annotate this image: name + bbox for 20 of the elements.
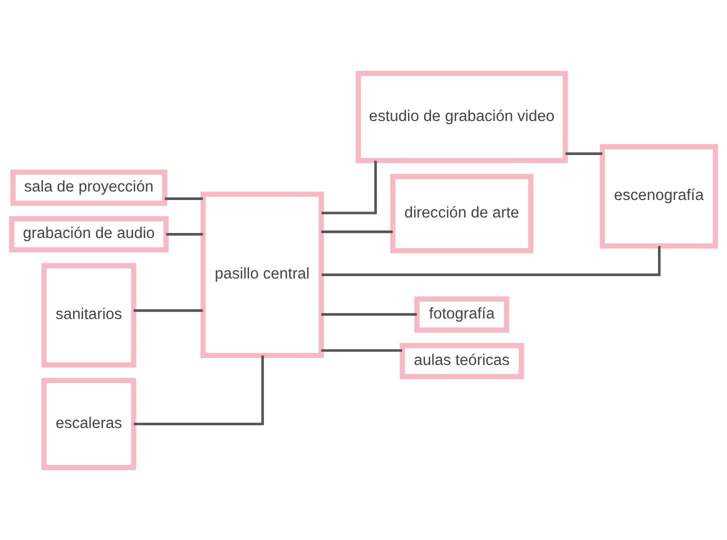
connector: [134, 308, 203, 312]
node-box: dirección de arte: [390, 173, 534, 253]
connector: [321, 230, 393, 233]
node-box: sala de proyección: [10, 169, 168, 206]
connector: [322, 246, 661, 276]
connector: [134, 355, 264, 425]
node-box: sanitarios: [41, 262, 136, 368]
node-box: escaleras: [41, 377, 136, 470]
connector: [566, 152, 602, 154]
node-box: grabación de audio: [9, 216, 169, 252]
node-box: estudio de grabación video: [356, 70, 568, 163]
node-box: pasillo central: [200, 191, 324, 358]
node-box: aulas teóricas: [400, 342, 524, 379]
connector: [166, 232, 203, 236]
connector: [321, 312, 417, 316]
connector: [164, 196, 203, 200]
connector: [322, 160, 377, 214]
connector: [321, 348, 402, 352]
node-box: escenografía: [600, 144, 718, 248]
node-box: fotografía: [414, 296, 510, 332]
